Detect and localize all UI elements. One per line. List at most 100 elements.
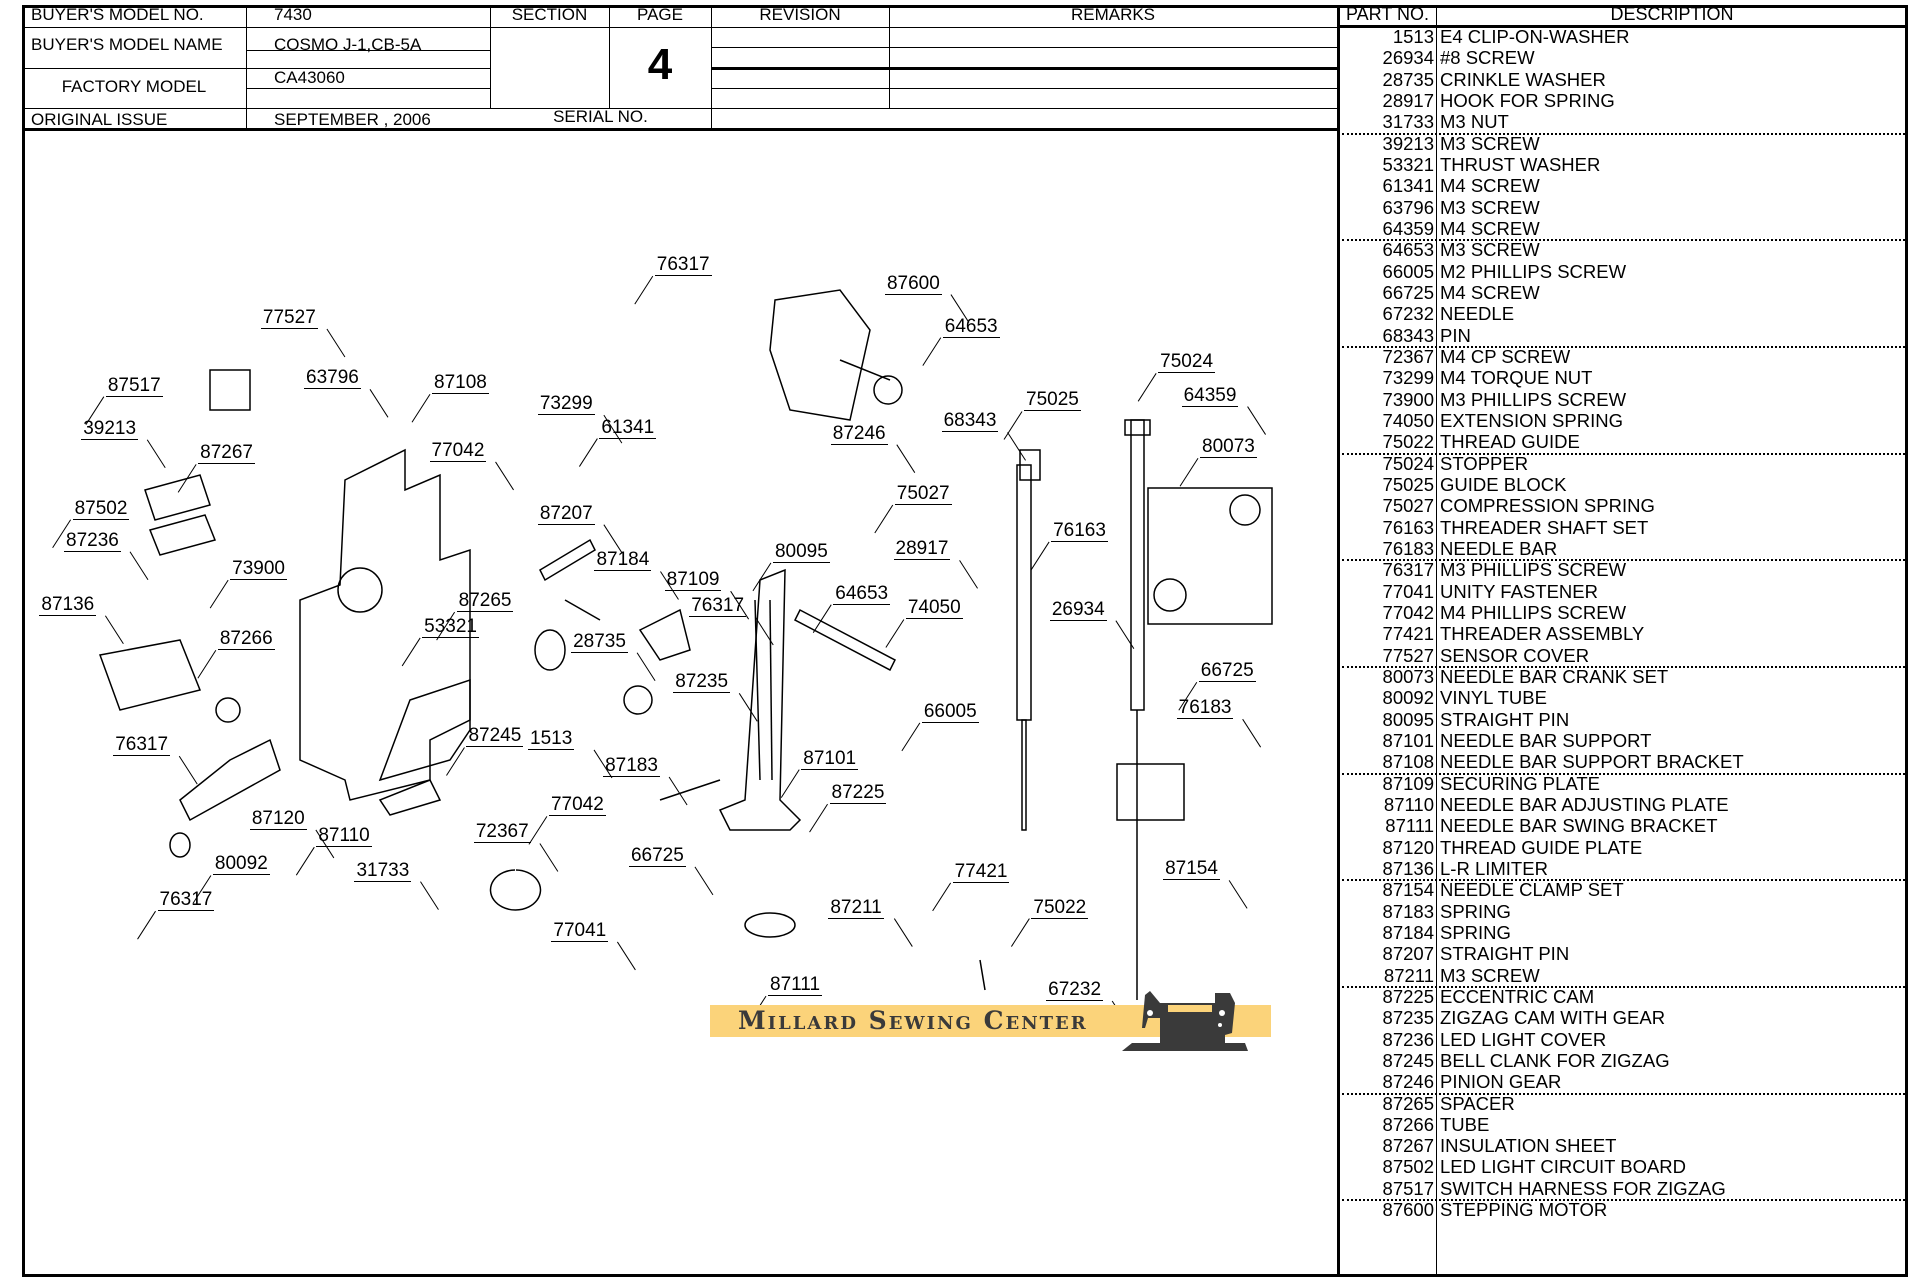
callout-61341: 61341 bbox=[599, 416, 657, 439]
callout-76317: 76317 bbox=[654, 254, 712, 277]
part-description: THREAD GUIDE bbox=[1440, 431, 1580, 453]
callout-87110: 87110 bbox=[316, 825, 372, 848]
callout-87154: 87154 bbox=[1163, 858, 1220, 881]
part-number: 66725 bbox=[1382, 281, 1434, 303]
leader-line bbox=[1247, 406, 1266, 435]
leader-line bbox=[578, 438, 598, 467]
part-description: THREADER ASSEMBLY bbox=[1440, 623, 1645, 645]
callout-72367: 72367 bbox=[473, 821, 531, 844]
leader-line bbox=[129, 551, 149, 581]
leader-line bbox=[616, 941, 636, 971]
part-number: 68343 bbox=[1382, 324, 1434, 346]
row-group-separator bbox=[1342, 239, 1905, 242]
callout-87207: 87207 bbox=[537, 502, 595, 525]
part-number: 87120 bbox=[1382, 836, 1434, 858]
leader-line bbox=[959, 560, 978, 589]
part-number: 72367 bbox=[1382, 345, 1434, 367]
part-description: PINION GEAR bbox=[1440, 1071, 1562, 1093]
leader-line bbox=[326, 328, 346, 358]
needle-bar-support bbox=[718, 568, 802, 831]
part-description: NEEDLE bbox=[1440, 303, 1515, 325]
factory-model-label: FACTORY MODEL bbox=[61, 77, 207, 96]
part-description: L-R LIMITER bbox=[1440, 857, 1548, 879]
callout-66005: 66005 bbox=[921, 700, 979, 723]
callout-87211: 87211 bbox=[828, 896, 884, 919]
callout-77421: 77421 bbox=[952, 860, 1010, 883]
leader-line bbox=[85, 396, 105, 425]
callout-87225: 87225 bbox=[829, 782, 887, 805]
part-number: 87211 bbox=[1383, 964, 1434, 986]
leader-line bbox=[528, 816, 548, 845]
parts-table-row: 26934#8 SCREW bbox=[1339, 47, 1908, 68]
leader-line bbox=[636, 652, 656, 681]
leader-line bbox=[885, 619, 905, 648]
buyers-model-name-label: BUYER'S MODEL NAME bbox=[31, 35, 223, 54]
leader-line bbox=[369, 389, 389, 418]
leader-line bbox=[1030, 541, 1050, 571]
row-group-separator bbox=[1342, 665, 1905, 668]
leader-line bbox=[1003, 411, 1023, 440]
callout-75025: 75025 bbox=[1024, 389, 1081, 412]
part-description: STRAIGHT PIN bbox=[1440, 943, 1570, 965]
callout-77041: 77041 bbox=[551, 919, 609, 942]
original-issue: SEPTEMBER , 2006 bbox=[274, 110, 431, 129]
part-number: 76183 bbox=[1382, 537, 1434, 559]
part-number: 87502 bbox=[1382, 1156, 1434, 1178]
part-number: 80092 bbox=[1382, 687, 1434, 709]
part-number: 87101 bbox=[1382, 729, 1434, 751]
buyers-model-no-label: BUYER'S MODEL NO. bbox=[31, 5, 204, 24]
part-number: 87111 bbox=[1385, 815, 1434, 837]
row-group-separator bbox=[1342, 1199, 1905, 1202]
row-group-separator bbox=[1342, 1092, 1905, 1095]
part-description: SENSOR COVER bbox=[1440, 644, 1590, 666]
callout-76317: 76317 bbox=[689, 595, 747, 617]
leader-line bbox=[812, 604, 832, 633]
part-description: BELL CLANK FOR ZIGZAG bbox=[1440, 1049, 1670, 1071]
leader-line bbox=[668, 776, 688, 806]
callout-87246: 87246 bbox=[830, 422, 888, 445]
part-number: 77041 bbox=[1382, 580, 1434, 602]
callout-66725: 66725 bbox=[1198, 660, 1256, 683]
part-number: 87207 bbox=[1382, 943, 1434, 965]
leader-line bbox=[436, 611, 456, 641]
callout-87236: 87236 bbox=[64, 529, 121, 552]
revision-label: REVISION bbox=[759, 5, 841, 24]
part-description: THREADER SHAFT SET bbox=[1440, 516, 1649, 538]
callout-87111: 87111 bbox=[768, 974, 823, 997]
callout-87184: 87184 bbox=[594, 549, 652, 572]
leader-line bbox=[178, 755, 198, 785]
leader-line bbox=[874, 504, 894, 534]
part-description: E4 CLIP-ON-WASHER bbox=[1440, 26, 1630, 47]
callout-80073: 80073 bbox=[1200, 436, 1257, 459]
needle-bar-support-bracket bbox=[299, 448, 471, 801]
callout-80095: 80095 bbox=[772, 540, 830, 563]
part-number: 77042 bbox=[1382, 601, 1434, 623]
part-description: M4 CP SCREW bbox=[1440, 345, 1571, 367]
part-number: 87236 bbox=[1382, 1028, 1434, 1050]
row-group-separator bbox=[1342, 879, 1905, 882]
leader-line bbox=[420, 881, 439, 910]
part-number: 53321 bbox=[1382, 153, 1434, 175]
part-description: LED LIGHT CIRCUIT BOARD bbox=[1440, 1156, 1687, 1178]
page-frame bbox=[22, 5, 1908, 1277]
callout-87108: 87108 bbox=[432, 372, 489, 395]
row-group-separator bbox=[1342, 345, 1905, 348]
leader-line bbox=[104, 615, 124, 645]
leader-line bbox=[1010, 918, 1030, 947]
part-description: #8 SCREW bbox=[1440, 47, 1535, 69]
part-description: LED LIGHT COVER bbox=[1440, 1028, 1607, 1050]
part-number: 77421 bbox=[1382, 623, 1434, 645]
leader-line bbox=[809, 803, 828, 833]
callout-1513: 1513 bbox=[528, 727, 575, 750]
part-number: 64653 bbox=[1382, 239, 1434, 261]
